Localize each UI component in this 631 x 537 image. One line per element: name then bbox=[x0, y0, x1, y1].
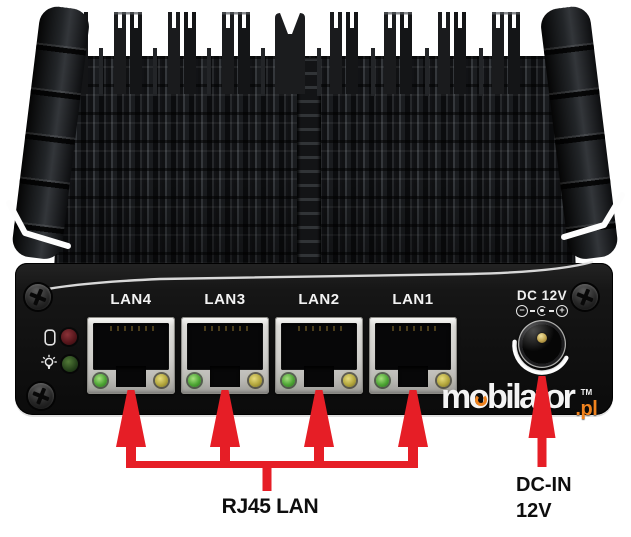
port-led-activity bbox=[249, 374, 262, 387]
port-led-activity bbox=[437, 374, 450, 387]
dc-callout-line1: DC-IN bbox=[516, 474, 572, 496]
logo-tail: TM .pl bbox=[575, 388, 598, 420]
rj45-latch-notch bbox=[116, 366, 146, 387]
rj45-opening bbox=[187, 323, 263, 370]
polarity-dash bbox=[549, 309, 554, 312]
rj45-port-lan3 bbox=[181, 317, 269, 394]
port-label-lan2: LAN2 bbox=[298, 291, 340, 308]
dc-callout-line2: 12V bbox=[516, 500, 552, 522]
polarity-center-pin-icon bbox=[537, 305, 547, 316]
port-led-link bbox=[282, 374, 295, 387]
storage-icon bbox=[44, 329, 56, 346]
logo-text: bilator bbox=[487, 378, 576, 416]
port-label-lan1: LAN1 bbox=[392, 291, 434, 308]
polarity-plus: + bbox=[556, 304, 568, 317]
power-led bbox=[62, 356, 78, 372]
dc-jack-pin bbox=[537, 333, 547, 343]
heatsink-fin-tips bbox=[60, 12, 520, 96]
port-led-activity bbox=[155, 374, 168, 387]
rj45-opening bbox=[93, 323, 169, 370]
power-icon bbox=[41, 354, 57, 369]
brand-logo: m o bilator TM .pl bbox=[441, 372, 598, 419]
rj45-opening bbox=[375, 323, 451, 370]
port-led-link bbox=[94, 374, 107, 387]
rj45-port-lan1 bbox=[369, 317, 457, 394]
rj45-latch-notch bbox=[398, 366, 428, 387]
rj45-latch-notch bbox=[210, 366, 240, 387]
dc-port-label: DC 12V bbox=[516, 288, 568, 303]
port-led-link bbox=[376, 374, 389, 387]
port-led-link bbox=[188, 374, 201, 387]
dc-callout-label: DC-IN 12V bbox=[516, 472, 572, 524]
port-label-lan4: LAN4 bbox=[110, 291, 152, 308]
polarity-dash bbox=[530, 309, 535, 312]
rj45-latch-notch bbox=[304, 366, 334, 387]
trademark-symbol: TM bbox=[580, 388, 593, 397]
rj45-port-lan4 bbox=[87, 317, 175, 394]
storage-led bbox=[61, 329, 77, 345]
polarity-minus: − bbox=[516, 304, 528, 317]
logo-domain-suffix: .pl bbox=[575, 398, 598, 420]
rj45-port-lan2 bbox=[275, 317, 363, 394]
callout-bracket-stem bbox=[262, 468, 272, 491]
callout-bracket bbox=[126, 461, 418, 468]
dc-polarity-icon: − + bbox=[516, 304, 568, 317]
logo-text: m bbox=[441, 378, 471, 416]
port-label-lan3: LAN3 bbox=[204, 291, 246, 308]
rj45-opening bbox=[281, 323, 357, 370]
port-led-activity bbox=[343, 374, 356, 387]
dc-power-jack bbox=[518, 320, 566, 368]
rj45-callout-label: RJ45 LAN bbox=[221, 495, 319, 518]
logo-o-power-icon: o bbox=[468, 378, 490, 416]
